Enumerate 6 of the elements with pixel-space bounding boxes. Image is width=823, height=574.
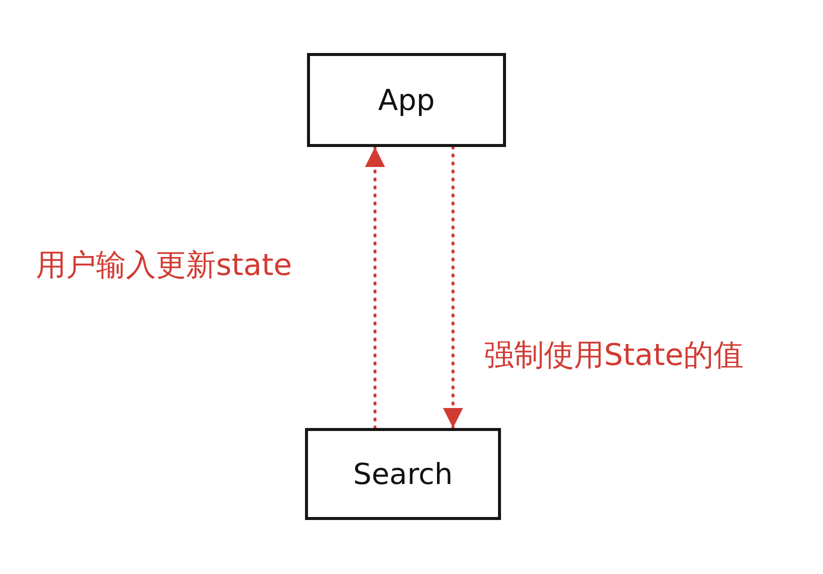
dotted-arrow [443,146,463,430]
component-name: Search [353,457,453,491]
dotted-arrow [365,146,385,430]
component-box [307,53,506,147]
component-box [305,428,501,520]
component-name: App [378,83,435,117]
